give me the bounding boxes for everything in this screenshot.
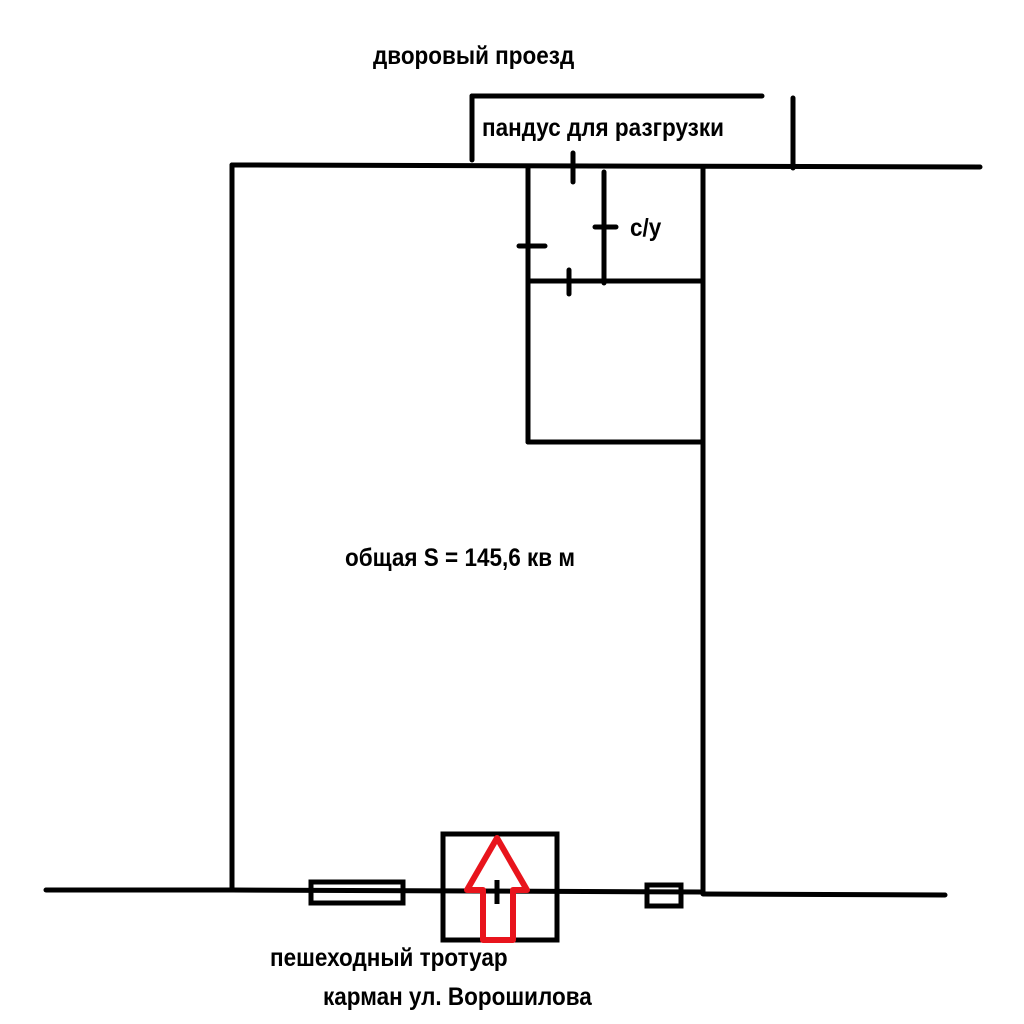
entrance-vestibule	[440, 831, 560, 943]
bathroom-label: с/у	[630, 214, 662, 242]
entrance-arrow-icon	[464, 835, 530, 943]
window	[644, 882, 684, 909]
street-label: карман ул. Ворошилова	[323, 983, 592, 1011]
window	[308, 879, 406, 906]
inner-rooms	[525, 164, 706, 445]
courtyard-label: дворовый проезд	[373, 42, 575, 70]
outer-walls	[43, 162, 983, 898]
sidewalk-label: пешеходный тротуар	[270, 944, 508, 972]
total-area-label: общая S = 145,6 кв м	[345, 544, 575, 572]
ramp-label: пандус для разгрузки	[482, 114, 724, 142]
door-marks	[516, 150, 619, 297]
loading-ramp	[469, 93, 796, 171]
